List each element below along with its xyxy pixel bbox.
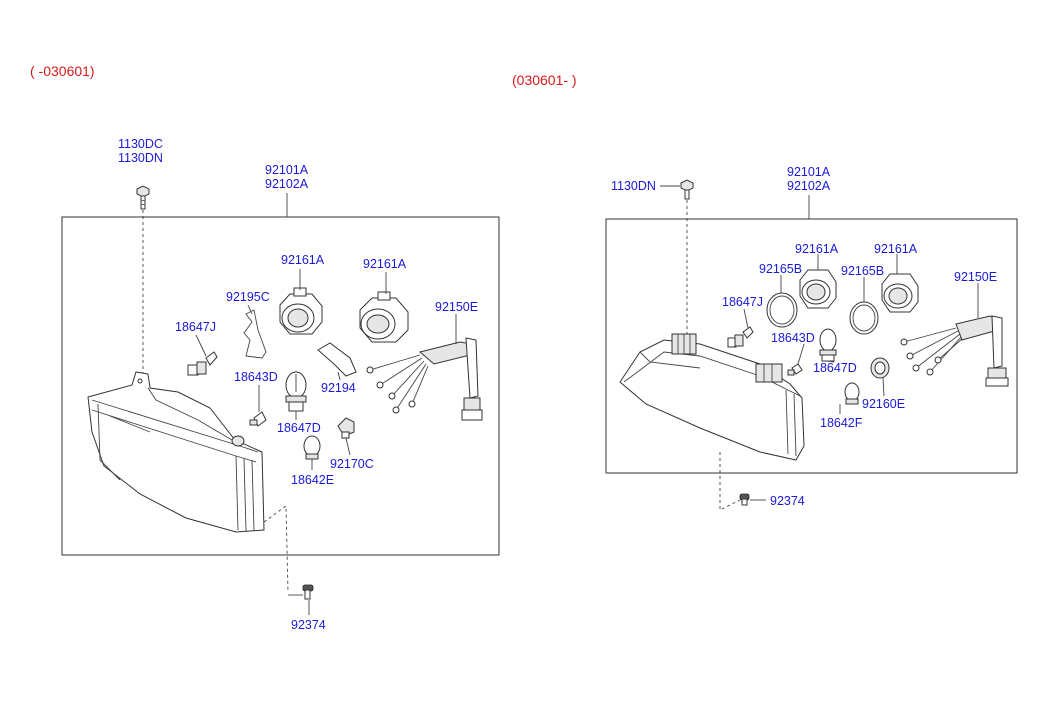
callout-18643d[interactable]: 18643D [234,370,278,384]
right-ring-2-icon [849,301,879,335]
right-holder-leader [882,377,885,397]
callout-92165b-2[interactable]: 92165B [841,264,884,278]
callout-92150e[interactable]: 92150E [435,300,478,314]
callout-92170c[interactable]: 92170C [330,457,374,471]
right-bulb-j-leader [743,308,749,329]
right-screw-icon [739,493,750,506]
callout-92101a-right[interactable]: 92101A [787,165,831,179]
right-screw-leader [719,452,741,511]
right-assembly-frame [605,218,1018,474]
callout-18647d-right[interactable]: 18647D [813,361,857,375]
callout-92161a-2[interactable]: 92161A [363,257,407,271]
callout-92194[interactable]: 92194 [321,381,356,395]
variant-label-right: (030601- ) [512,72,577,88]
left-assembly-frame [61,216,500,556]
callout-1130dc[interactable]: 1130DC [118,137,163,151]
right-bulb-d-leader [797,343,805,365]
callout-92161a-1[interactable]: 92161A [281,253,325,267]
left-bulb-18643d-icon [249,411,267,427]
callout-92102a[interactable]: 92102A [265,177,309,191]
left-assembly [61,185,500,615]
right-ring-1-icon [766,292,798,328]
left-bulb-18642e-icon [303,435,321,460]
callout-92374-left[interactable]: 92374 [291,618,326,632]
left-socket-1-icon [279,287,323,335]
right-bulb-47d-leader [827,360,835,363]
callout-92161a-right-1[interactable]: 92161A [795,242,839,256]
left-harness-icon [366,337,483,421]
callout-92374-right[interactable]: 92374 [770,494,805,508]
left-holder-icon [337,417,355,439]
callout-92101a[interactable]: 92101A [265,163,309,177]
callout-18647j-right[interactable]: 18647J [722,295,763,309]
right-bolt-icon [680,179,694,200]
right-bulb-18647j-icon [727,326,754,348]
right-socket-2-icon [881,273,919,313]
callout-92160e[interactable]: 92160E [862,397,905,411]
callout-18647j[interactable]: 18647J [175,320,216,334]
right-bulb-18647d-icon [819,328,837,362]
right-socket-1-icon [799,269,837,309]
right-harness-icon [900,315,1009,387]
left-spring-icon [243,309,267,359]
right-holder-icon [870,357,890,379]
left-holder-leader [345,437,351,456]
right-bulb-18642f-icon [844,382,860,405]
callout-18642f[interactable]: 18642F [820,416,863,430]
variant-label-left: ( -030601) [30,63,95,79]
callout-18647d[interactable]: 18647D [277,421,321,435]
callout-1130dn-right[interactable]: 1130DN [611,179,656,193]
left-screw-leader [263,505,289,593]
callout-18642e[interactable]: 18642E [291,473,334,487]
callout-1130dn[interactable]: 1130DN [118,151,163,165]
left-headlamp-icon [87,371,265,533]
left-clip-leader [337,371,341,381]
right-headlamp-icon [619,333,805,461]
left-socket-2-icon [359,291,409,343]
left-screw-icon [302,584,314,600]
right-bulb-18643d-icon [787,363,803,376]
left-bulb-j-leader [195,334,207,357]
left-spring-leader [247,304,253,315]
callout-92195c[interactable]: 92195C [226,290,270,304]
left-clip-icon [317,342,357,377]
callout-92161a-right-2[interactable]: 92161A [874,242,918,256]
callout-18643d-right[interactable]: 18643D [771,331,815,345]
callout-92102a-right[interactable]: 92102A [787,179,831,193]
left-bolt-icon [136,185,150,210]
left-bulb-18647j-icon [187,351,218,376]
callout-92165b-1[interactable]: 92165B [759,262,802,276]
left-bulb-18647d-icon [285,371,307,412]
callout-92150e-right[interactable]: 92150E [954,270,997,284]
right-assembly [605,179,1018,511]
